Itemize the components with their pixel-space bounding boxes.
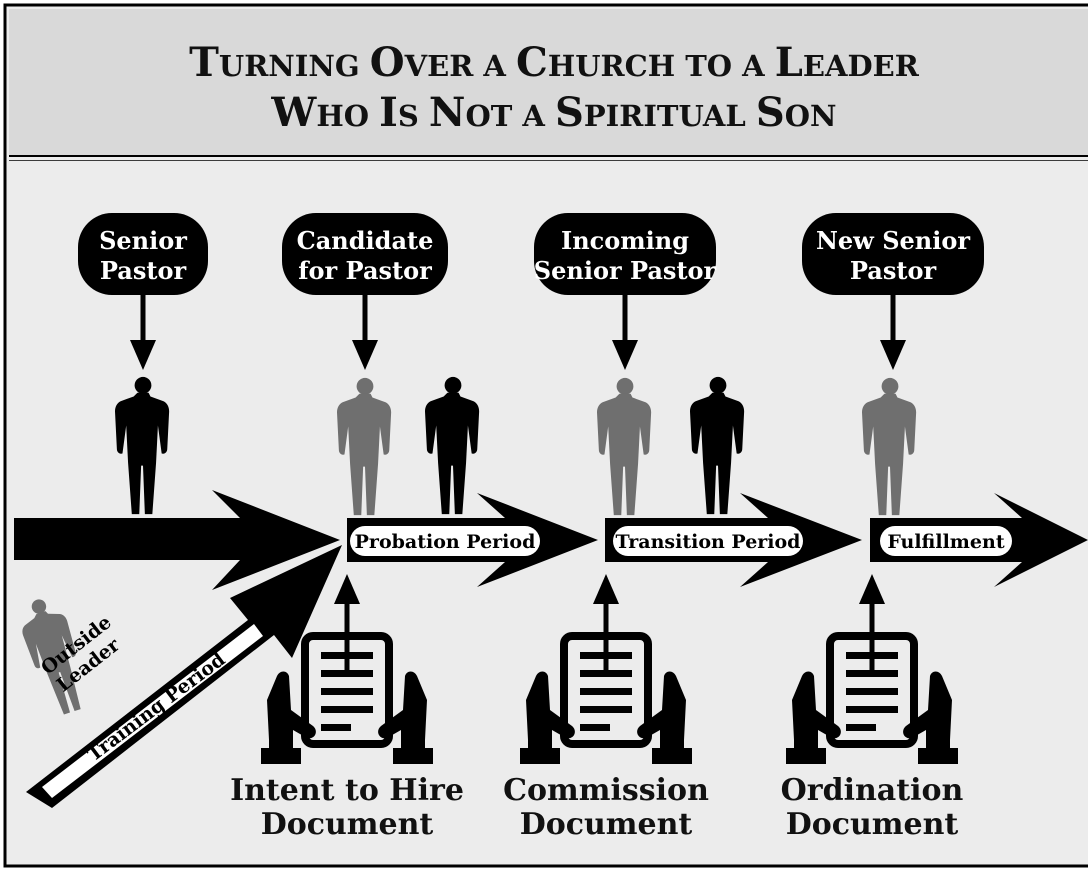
doc-label-ordination: Ordination Document xyxy=(781,773,964,842)
svg-text:Document: Document xyxy=(786,807,959,842)
svg-text:Incoming: Incoming xyxy=(561,226,689,255)
title-line-2: WHO IS NOT A SPIRITUAL SON xyxy=(270,89,836,136)
svg-text:Senior: Senior xyxy=(99,226,187,255)
svg-text:for Pastor: for Pastor xyxy=(298,256,432,285)
svg-text:Intent to Hire: Intent to Hire xyxy=(230,773,464,808)
role-candidate-for-pastor: Candidate for Pastor xyxy=(282,213,448,295)
title-line-1: TURNING OVER A CHURCH TO A LEADER xyxy=(189,39,920,86)
header-band xyxy=(9,9,1088,156)
arrow-down-icon xyxy=(352,295,378,370)
doc-label-intent-to-hire: Intent to Hire Document xyxy=(230,773,464,842)
label-fulfillment: Fulfillment xyxy=(880,526,1012,556)
svg-text:Document: Document xyxy=(520,807,693,842)
role-senior-pastor: Senior Pastor xyxy=(78,213,208,295)
arrow-down-icon xyxy=(612,295,638,370)
role-incoming-senior-pastor: Incoming Senior Pastor xyxy=(534,213,717,295)
doc-label-commission: Commission Document xyxy=(503,773,709,842)
label-transition-period: Transition Period xyxy=(613,526,803,556)
arrow-down-icon xyxy=(880,295,906,370)
svg-text:Commission: Commission xyxy=(503,773,709,808)
svg-text:New Senior: New Senior xyxy=(816,226,970,255)
svg-text:Candidate: Candidate xyxy=(297,226,434,255)
arrow-down-icon xyxy=(130,295,156,370)
svg-text:Document: Document xyxy=(261,807,434,842)
role-new-senior-pastor: New Senior Pastor xyxy=(802,213,984,295)
svg-text:Fulfillment: Fulfillment xyxy=(887,531,1004,553)
svg-text:Ordination: Ordination xyxy=(781,773,964,808)
main-arrow xyxy=(14,490,340,590)
svg-text:Probation Period: Probation Period xyxy=(355,531,536,553)
svg-text:Transition Period: Transition Period xyxy=(616,531,801,553)
svg-text:Senior Pastor: Senior Pastor xyxy=(534,256,717,285)
label-probation-period: Probation Period xyxy=(350,526,540,556)
svg-text:Pastor: Pastor xyxy=(850,256,937,285)
svg-text:Pastor: Pastor xyxy=(100,256,187,285)
